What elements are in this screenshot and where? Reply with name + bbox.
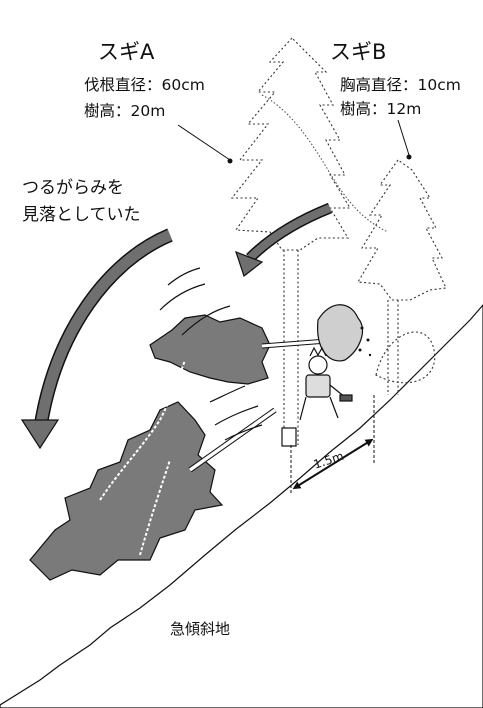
tree-b-original-outline xyxy=(357,159,447,395)
tree-a-spec-height: 樹高：20m xyxy=(84,102,166,120)
fall-direction-arrow-left xyxy=(33,228,173,432)
fall-direction-arrow-right-head xyxy=(235,250,264,277)
tree-b-name: スギB xyxy=(330,40,387,64)
tree-a-original-outline xyxy=(230,37,351,445)
fall-direction-arrow-right-fill xyxy=(247,204,332,261)
annotation-line-1: つるがらみを xyxy=(22,178,124,198)
tree-a-leader-line xyxy=(177,124,231,161)
tree-a-leader-dot xyxy=(227,158,233,164)
fall-direction-arrow-left-fill xyxy=(34,229,173,431)
impact-burst xyxy=(317,304,372,362)
annotation-line-2: 見落としていた xyxy=(22,205,141,225)
tree-a-spec-stump-diameter: 伐根直径：60cm xyxy=(84,76,205,94)
terrain-label: 急傾斜地 xyxy=(170,620,231,638)
fall-direction-arrow-left-head xyxy=(20,419,60,450)
falling-tree xyxy=(29,314,341,581)
tree-b-leader-dot xyxy=(406,154,412,160)
motion-lines xyxy=(159,267,263,441)
tree-b-spec-dbh: 胸高直径：10cm xyxy=(340,76,461,94)
tree-a-stump xyxy=(281,427,297,447)
distance-marker xyxy=(290,395,375,495)
worker xyxy=(299,346,353,421)
tree-b-spec-height: 樹高：12m xyxy=(340,100,422,118)
tree-b-leader-line xyxy=(397,119,410,156)
tree-a-name: スギA xyxy=(98,40,155,64)
